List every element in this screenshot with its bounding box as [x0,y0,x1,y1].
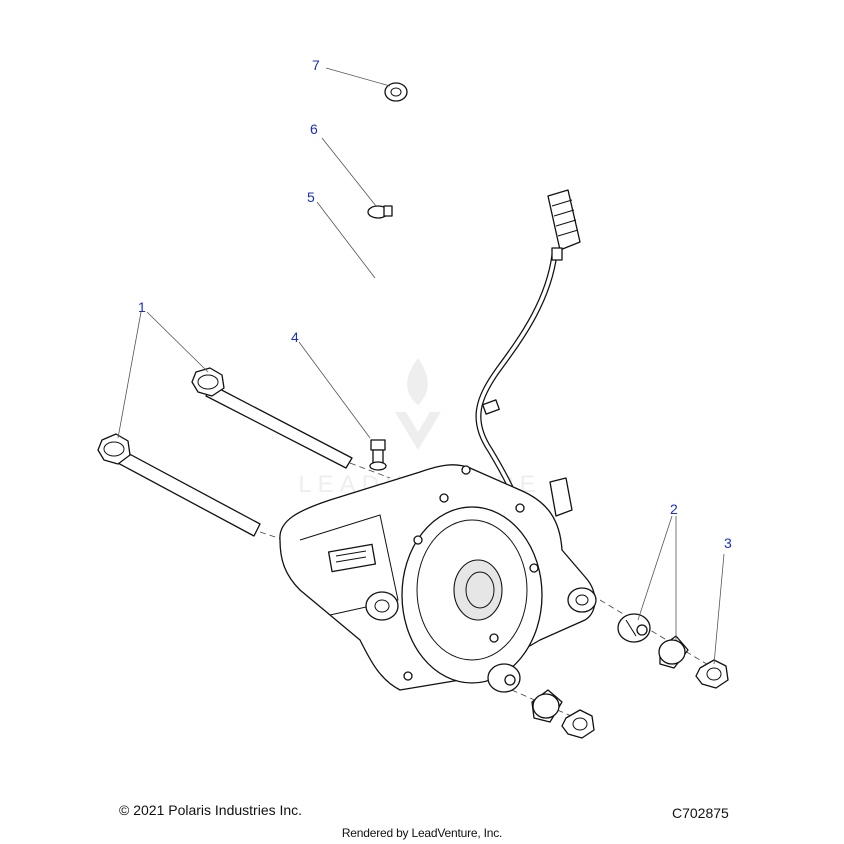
diagram-code: C702875 [672,805,729,821]
leader-lines [117,67,725,665]
harness-connector[interactable] [547,189,581,261]
bushing-right-outer[interactable] [617,613,651,643]
bushing-lower-inner[interactable] [531,689,563,723]
rendered-by-text: Rendered by LeadVenture, Inc. [341,826,503,840]
gearcase-housing[interactable] [279,464,597,691]
callout-7[interactable]: 7 [312,57,320,73]
bolt-upper[interactable] [191,367,353,469]
bolt-lower[interactable] [97,433,261,537]
sensor-harness[interactable] [475,249,558,511]
hose-fitting-top[interactable] [384,82,408,102]
callout-4[interactable]: 4 [291,329,299,345]
callout-2[interactable]: 2 [670,501,678,517]
vent-hose[interactable] [375,95,398,441]
nut-right[interactable] [695,659,729,689]
callout-6[interactable]: 6 [310,121,318,137]
hose-clamp[interactable] [367,205,393,219]
copyright-text: © 2021 Polaris Industries Inc. [119,802,303,818]
bushing-lower-outer[interactable] [487,663,521,693]
bushing-right-inner[interactable] [658,635,689,669]
callout-3[interactable]: 3 [724,535,732,551]
callout-5[interactable]: 5 [307,189,315,205]
nut-lower[interactable] [561,709,595,739]
hose-barb-fitting[interactable] [369,439,387,471]
callout-1[interactable]: 1 [138,299,146,315]
